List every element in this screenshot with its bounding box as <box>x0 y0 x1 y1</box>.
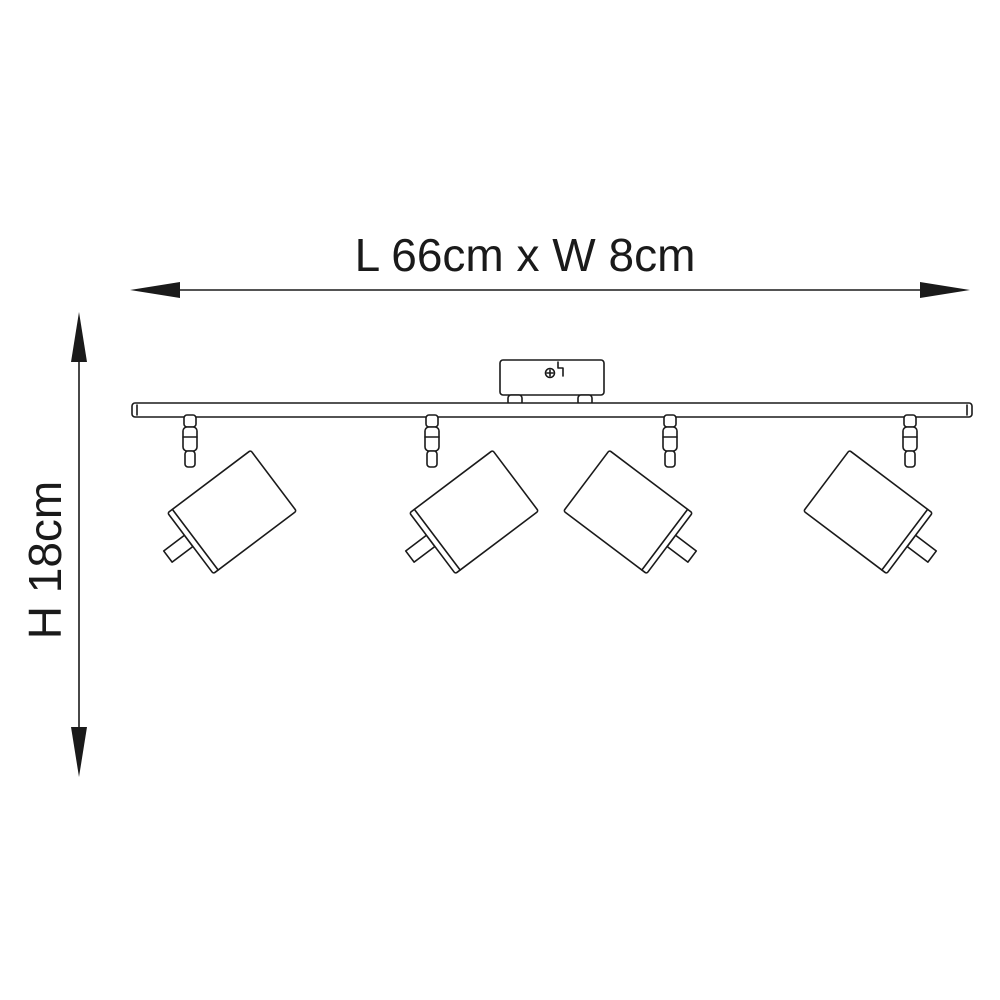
height-arrowhead-bottom <box>71 727 87 777</box>
spotlight-stem-top <box>903 414 917 428</box>
height-arrowhead-top <box>71 312 87 362</box>
width-dimension-arrow <box>130 282 970 298</box>
width-arrowhead-right <box>920 282 970 298</box>
fixture-bar <box>131 402 973 418</box>
spotlight-cylinder <box>409 450 539 574</box>
width-arrowhead-left <box>130 282 180 298</box>
height-dimension-arrow <box>71 312 87 777</box>
mount-clip <box>557 361 564 377</box>
spotlight-neck <box>426 450 438 468</box>
spotlight-head <box>563 450 698 574</box>
spotlight-stem-top <box>663 414 677 428</box>
spotlight-group <box>162 414 938 574</box>
spotlight-swivel-joint <box>662 426 678 452</box>
spotlight-swivel-joint <box>182 426 198 452</box>
width-dimension-label: L 66cm x W 8cm <box>354 229 696 281</box>
spotlight-stem-top <box>425 414 439 428</box>
spotlight-neck <box>664 450 676 468</box>
spotlight-neck <box>184 450 196 468</box>
spotlight-head <box>162 450 297 574</box>
spotlight-4 <box>803 414 938 574</box>
spotlight-swivel-joint <box>902 426 918 452</box>
spotlight-2 <box>404 414 539 574</box>
spotlight-cylinder <box>563 450 693 574</box>
spotlight-swivel-joint <box>424 426 440 452</box>
spotlight-3 <box>563 414 698 574</box>
spotlight-neck <box>904 450 916 468</box>
spotlight-head <box>404 450 539 574</box>
bar-body <box>131 402 973 418</box>
ceiling-mount-box <box>499 359 605 406</box>
spotlight-head <box>803 450 938 574</box>
spotlight-cylinder <box>167 450 297 574</box>
spotlight-1 <box>162 414 297 574</box>
spotlight-cylinder <box>803 450 933 574</box>
height-dimension-label: H 18cm <box>19 480 71 640</box>
spotlight-stem-top <box>183 414 197 428</box>
